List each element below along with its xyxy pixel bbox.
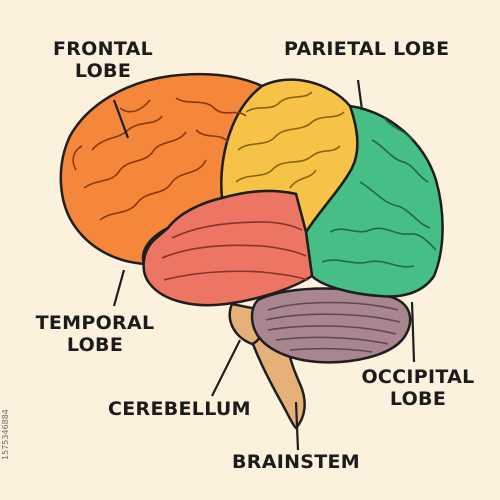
frontal-lobe-label-line1: FRONTAL xyxy=(52,38,154,60)
occipital-lobe-label-line1: OCCIPITAL xyxy=(361,366,475,388)
parietal-folds xyxy=(235,91,345,189)
frontal-leader xyxy=(112,99,130,139)
brainstem-leader xyxy=(294,401,300,451)
occipital-lobe-label-line2: LOBE xyxy=(389,388,447,410)
occipital-leader xyxy=(410,301,416,363)
temporal-lobe-label-line1: TEMPORAL xyxy=(35,312,155,334)
watermark-id: 1575346884 xyxy=(1,409,10,461)
occipital-folds xyxy=(321,117,437,268)
parietal-leader xyxy=(356,79,364,111)
parietal-lobe-label: PARIETAL LOBE xyxy=(284,38,450,60)
temporal-lobe-label: TEMPORAL LOBE xyxy=(30,312,160,356)
frontal-lobe-label-line2: LOBE xyxy=(74,60,132,82)
temporal-lobe-label-line2: LOBE xyxy=(66,334,124,356)
occipital-lobe-label: OCCIPITAL LOBE xyxy=(358,366,478,410)
leader-lines xyxy=(112,79,416,451)
frontal-folds xyxy=(72,97,247,221)
brainstem-label: BRAINSTEM xyxy=(232,451,361,473)
temporal-leader xyxy=(112,269,126,307)
cerebellum-folds xyxy=(265,301,401,353)
cerebellum-leader xyxy=(211,339,241,397)
temporal-folds xyxy=(161,221,309,281)
temporal-lobe-shape xyxy=(142,189,314,307)
cerebellum-label: CEREBELLUM xyxy=(108,398,251,420)
frontal-lobe-label: FRONTAL LOBE xyxy=(48,38,158,82)
